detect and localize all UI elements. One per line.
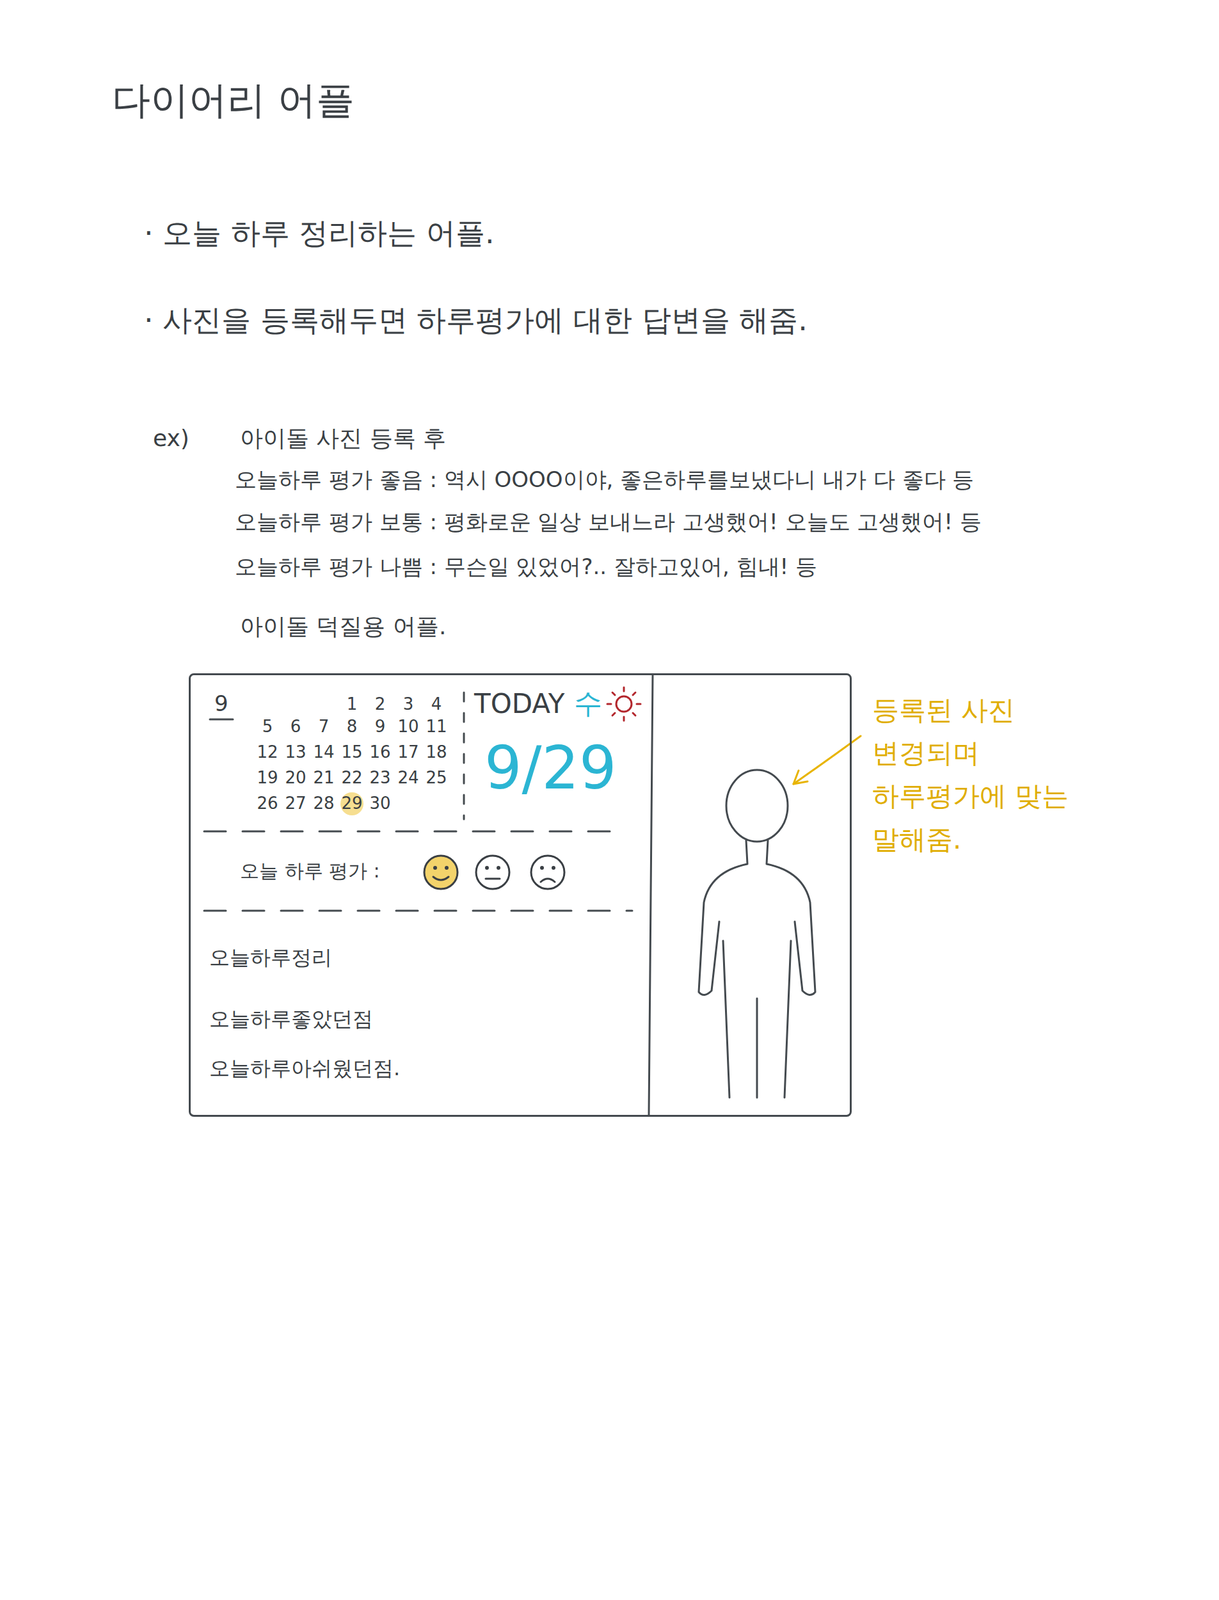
example-line: 오늘하루 평가 좋음 : 역시 OOOO이야, 좋은하루를보냈다니 내가 다 좋…	[234, 467, 974, 493]
good-face	[424, 855, 458, 889]
dashed-divider	[204, 909, 633, 912]
calendar-day: 26	[256, 794, 278, 814]
calendar-day: 18	[425, 742, 447, 763]
calendar-day: 27	[284, 794, 306, 814]
weekday: 수	[573, 687, 603, 720]
bullet-note: · 사진을 등록해두면 하루평가에 대한 답변을 해줌.	[143, 303, 808, 338]
calendar-day: 12	[256, 742, 278, 763]
bad-face	[531, 855, 565, 889]
page-title: 다이어리 어플	[111, 78, 355, 123]
calendar-day: 21	[312, 768, 335, 788]
calendar-day: 23	[369, 768, 391, 788]
calendar-day: 14	[312, 742, 335, 763]
calendar-day: 8	[346, 717, 358, 737]
calendar-day: 9	[374, 717, 386, 737]
example-note: 아이돌 사진 등록 후	[239, 424, 447, 452]
calendar-day: 4	[431, 694, 443, 715]
today-date: 9/29	[484, 734, 617, 803]
calendar-day: 6	[290, 717, 302, 737]
section-label: 오늘하루아쉬웠던점.	[209, 1056, 400, 1081]
calendar-day: 30	[369, 794, 391, 814]
neutral-face	[476, 855, 510, 889]
dashed-divider	[463, 692, 466, 820]
today-label: TODAY	[474, 688, 565, 720]
example-line: 아이돌 덕질용 어플.	[239, 613, 447, 640]
calendar-day: 29	[341, 794, 363, 814]
example-line: 오늘하루 평가 보통 : 평화로운 일상 보내느라 고생했어! 오늘도 고생했어…	[234, 509, 982, 535]
month-underline	[209, 718, 233, 721]
example-marker: ex)	[152, 424, 190, 452]
calendar-month: 9	[214, 691, 229, 717]
calendar-day: 19	[256, 768, 278, 788]
sun-icon	[607, 687, 641, 721]
calendar-day: 1	[346, 694, 358, 715]
calendar-day: 13	[284, 742, 306, 763]
example-line: 오늘하루 평가 나쁨 : 무슨일 있었어?.. 잘하고있어, 힘내! 등	[234, 554, 818, 580]
app-screen: TODAY수 9/29 오늘 하루 평가 : 오늘하루정리오늘하루좋았던점오늘하루아쉬…	[188, 673, 852, 1117]
rating-label: 오늘 하루 평가 :	[239, 860, 381, 883]
calendar-day: 22	[341, 768, 363, 788]
calendar-day: 17	[397, 742, 419, 763]
calendar-day: 25	[425, 768, 447, 788]
calendar-day: 3	[403, 694, 415, 715]
calendar-day: 5	[262, 717, 274, 737]
dashed-divider	[204, 830, 622, 833]
calendar-day: 20	[284, 768, 306, 788]
idol-figure	[698, 769, 816, 1098]
panel-divider	[648, 674, 653, 1115]
callout-note: 등록된 사진 변경되며 하루평가에 맞는 말해줌.	[872, 688, 1071, 861]
calendar-day: 24	[397, 768, 419, 788]
calendar-day: 7	[318, 717, 330, 737]
date-highlight	[340, 792, 364, 816]
section-label: 오늘하루정리	[209, 945, 333, 970]
bullet-note: · 오늘 하루 정리하는 어플.	[143, 216, 495, 251]
calendar-day: 15	[341, 742, 363, 763]
calendar-day: 2	[374, 694, 386, 715]
calendar-day: 10	[397, 717, 419, 737]
calendar-day: 28	[312, 794, 335, 814]
calendar-day: 16	[369, 742, 391, 763]
section-label: 오늘하루좋았던점	[209, 1007, 374, 1031]
calendar-day: 11	[425, 717, 447, 737]
